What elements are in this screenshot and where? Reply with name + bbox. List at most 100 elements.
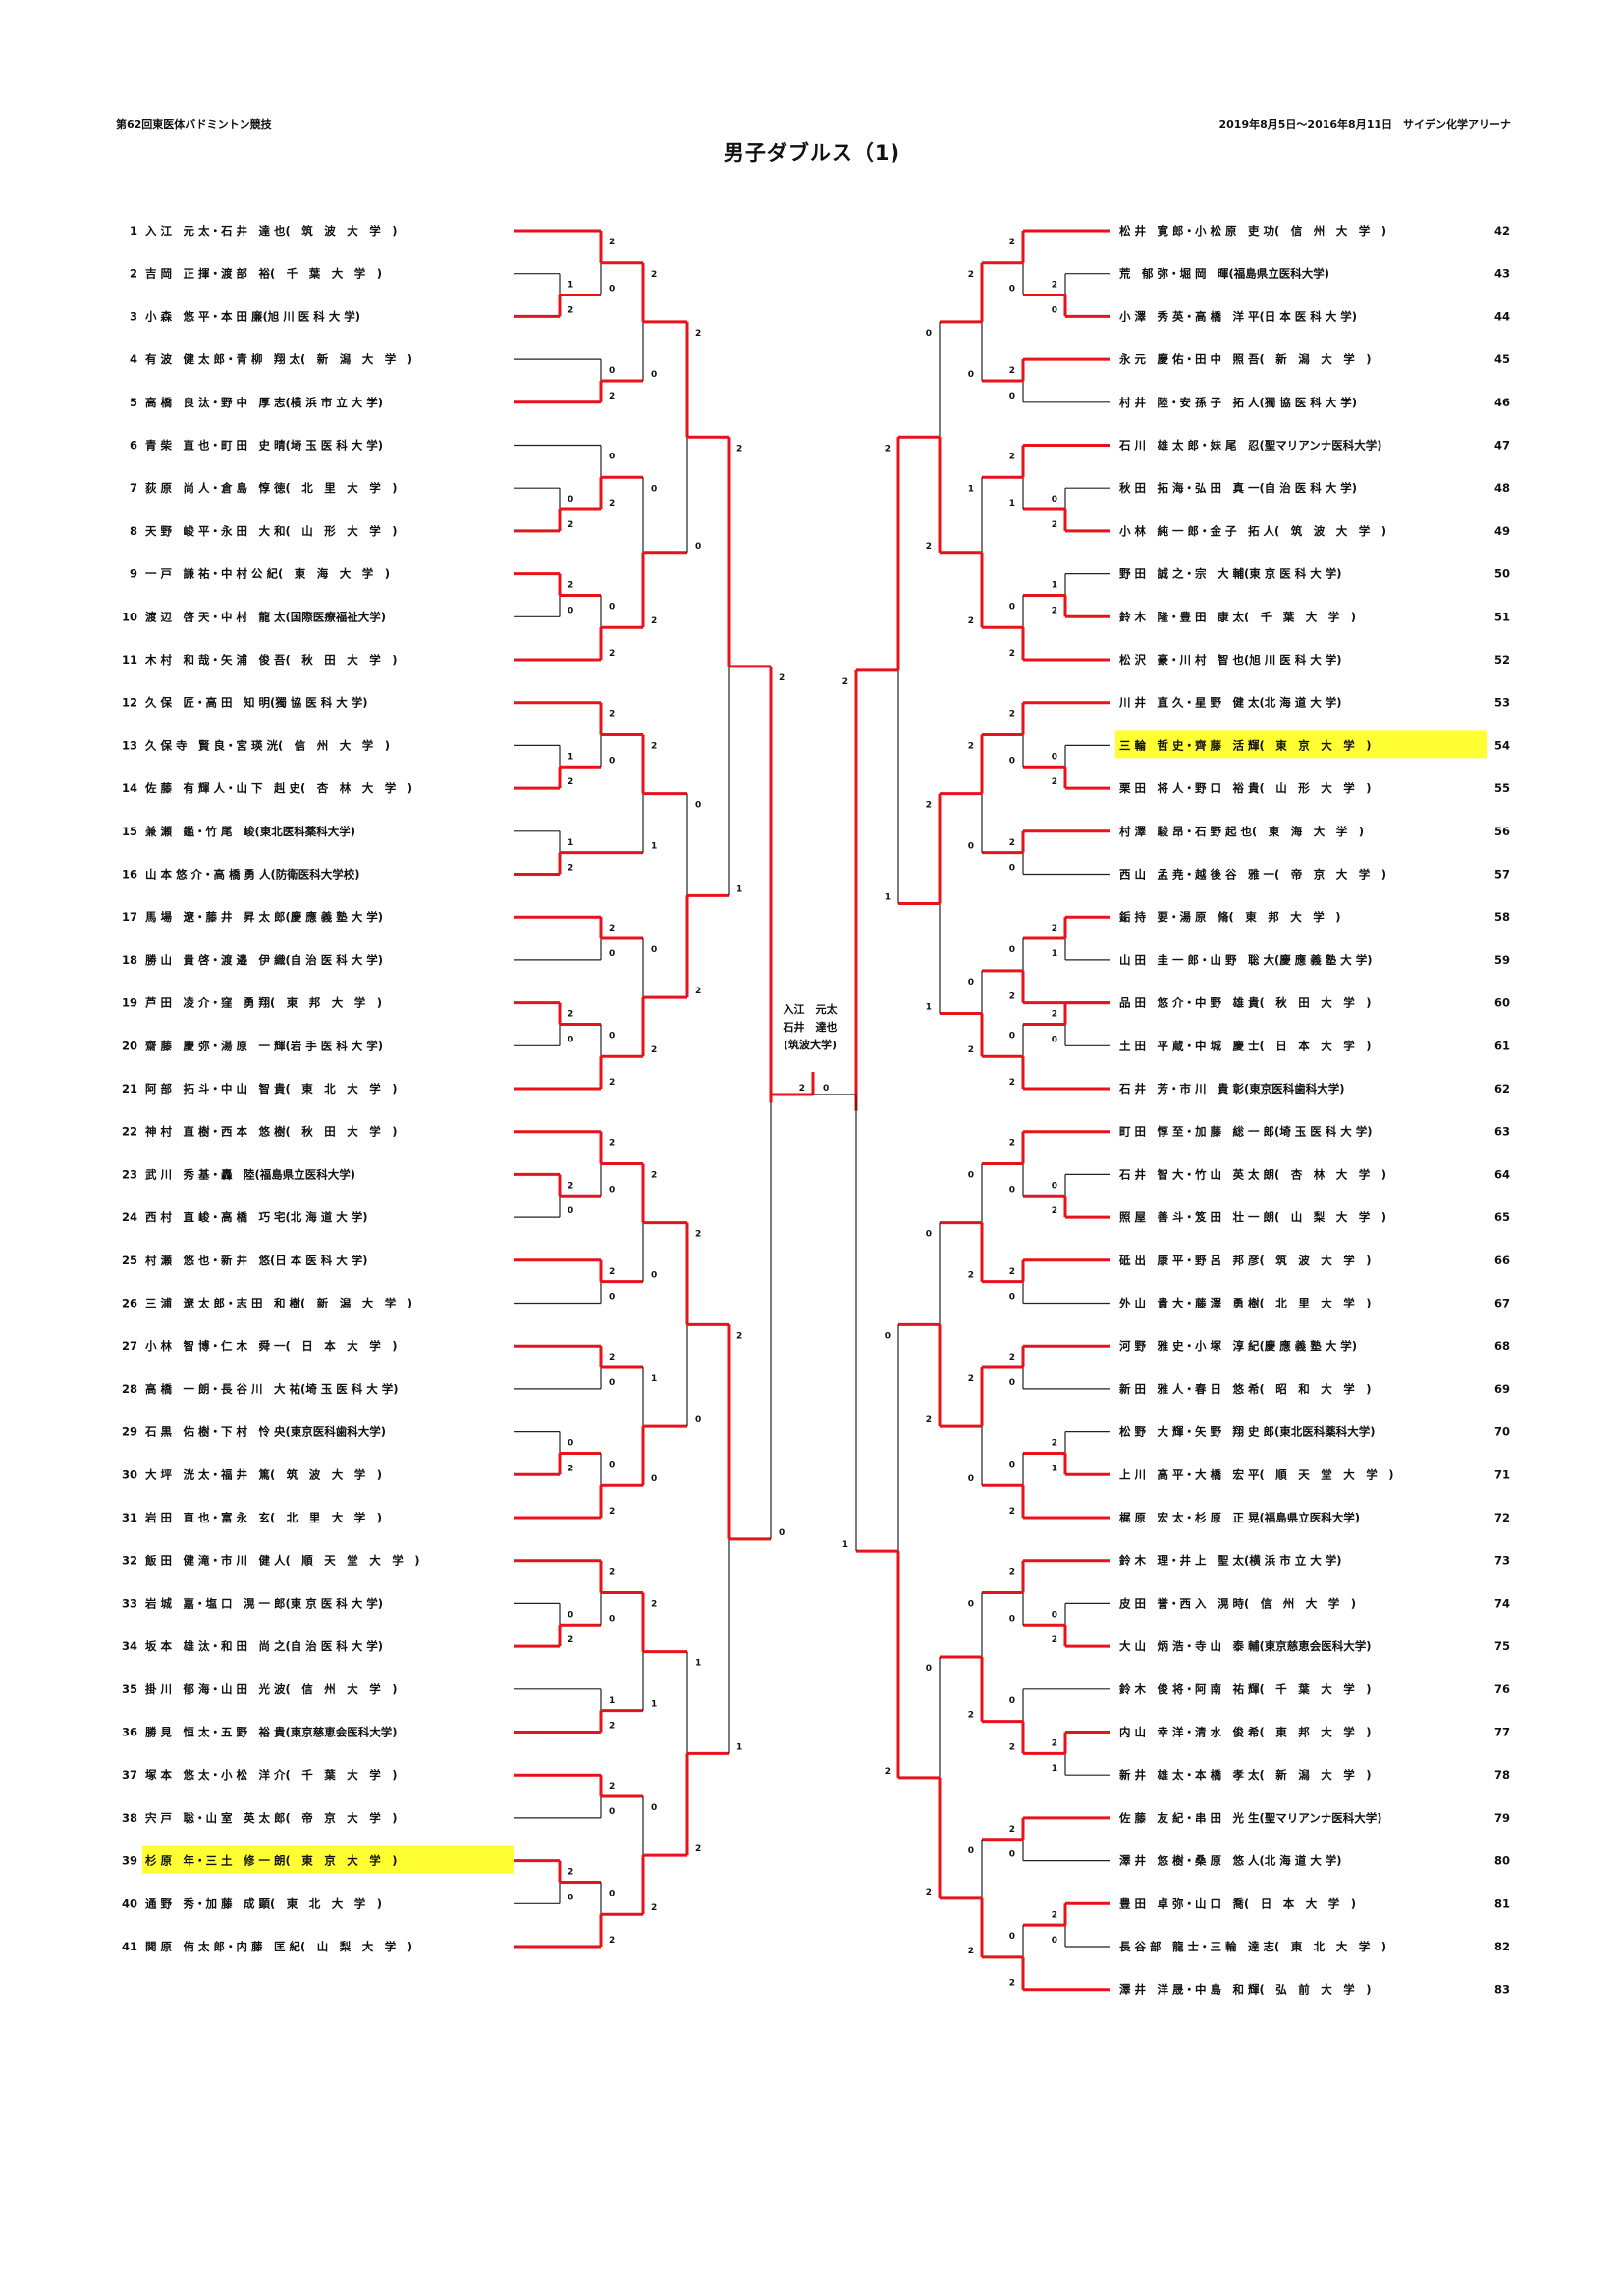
entry-name: 栗 田 将 人・野 口 裕 貴( 山 形 大 学 ) [1118, 781, 1372, 795]
match-score: 0 [568, 1035, 573, 1044]
match-score: 0 [609, 285, 615, 294]
entry-name: 佐 藤 有 輝 人・山 下 赳 史( 杏 林 大 学 ) [144, 781, 412, 795]
match-score: 0 [651, 1271, 657, 1281]
entry-name: 豊 田 卓 弥・山 口 喬( 日 本 大 学 ) [1119, 1896, 1356, 1910]
match-score: 2 [1009, 366, 1015, 376]
match-score: 0 [779, 1528, 785, 1538]
entry-name: 小 林 純 一 郎・金 子 拓 人( 筑 波 大 学 ) [1118, 524, 1386, 538]
entry-name: 武 川 秀 基・轟 陸(福島県立医科大学) [145, 1167, 355, 1181]
match-score: 0 [1009, 756, 1015, 766]
entry-name: 天 野 峻 平・永 田 大 和( 山 形 大 学 ) [145, 524, 398, 538]
match-score: 2 [651, 1903, 657, 1913]
match-score: 2 [736, 444, 742, 454]
entry-name: 村 井 陸・安 孫 子 拓 人(獨 協 医 科 大 学) [1119, 396, 1357, 409]
entry-name: 上 川 高 平・大 橋 宏 平( 順 天 堂 大 学 ) [1119, 1468, 1394, 1481]
match-score: 1 [1052, 1764, 1057, 1774]
match-score: 0 [568, 1439, 573, 1449]
match-score: 2 [1052, 1010, 1057, 1020]
entry-name: 野 田 誠 之・宗 大 輔(東 京 医 科 大 学) [1119, 567, 1342, 581]
match-score: 2 [1009, 1078, 1015, 1088]
entry-number: 8 [130, 524, 137, 538]
entry-number: 21 [122, 1082, 137, 1095]
match-score: 0 [609, 1807, 615, 1817]
match-score: 0 [1009, 1031, 1015, 1041]
entry-name: 松 井 寛 郎・小 松 原 吏 功( 信 州 大 学 ) [1119, 224, 1386, 238]
match-score: 2 [568, 1181, 573, 1191]
match-score: 2 [609, 1139, 615, 1148]
entry-name: 久 保 匠・高 田 知 明(獨 協 医 科 大 学) [144, 696, 368, 710]
match-score: 2 [568, 305, 573, 315]
match-score: 2 [1052, 1439, 1057, 1449]
match-score: 0 [968, 842, 974, 852]
match-score: 2 [968, 616, 974, 626]
entry-name: 山 田 圭 一 郎・山 野 聡 大(慶 應 義 塾 大 学) [1119, 953, 1373, 967]
entry-number: 17 [122, 910, 137, 924]
entry-number: 55 [1494, 781, 1510, 795]
match-score: 1 [1052, 581, 1057, 591]
entry-number: 51 [1494, 610, 1510, 623]
match-score: 2 [609, 1078, 615, 1088]
match-score: 0 [568, 1610, 573, 1620]
match-score: 2 [1009, 838, 1015, 848]
entry-name: 石 黒 佑 樹・下 村 怜 央(東京医科歯科大学) [144, 1425, 386, 1439]
match-score: 2 [695, 987, 701, 996]
match-score: 2 [568, 520, 573, 530]
entry-number: 70 [1494, 1425, 1510, 1439]
page-title: 男子ダブルス（1) [723, 141, 901, 165]
match-score: 2 [885, 1767, 891, 1777]
entry-number: 37 [122, 1768, 137, 1782]
entry-name: 村 瀬 悠 也・新 井 悠(日 本 医 科 大 学) [145, 1254, 368, 1267]
entry-number: 77 [1494, 1726, 1510, 1739]
match-score: 1 [651, 1374, 657, 1384]
entry-number: 42 [1494, 224, 1510, 238]
match-score: 0 [695, 801, 701, 811]
match-score: 2 [885, 444, 891, 454]
champion-school: (筑波大学) [783, 1039, 838, 1051]
entry-name: 有 波 健 太 郎・青 柳 翔 太( 新 潟 大 学 ) [145, 352, 412, 366]
entry-number: 34 [122, 1639, 137, 1653]
entry-number: 38 [122, 1811, 137, 1825]
match-score: 2 [609, 1353, 615, 1362]
match-score: 0 [609, 756, 615, 766]
entry-name: 掛 川 郁 海・山 田 光 波( 信 州 大 学 ) [145, 1682, 398, 1696]
match-score: 2 [651, 1170, 657, 1180]
entry-name: 鈴 木 隆・豊 田 康 太( 千 葉 大 学 ) [1119, 610, 1356, 623]
match-score: 2 [1009, 992, 1015, 1002]
match-score: 1 [568, 752, 573, 762]
match-score: 0 [568, 606, 573, 615]
match-score: 2 [842, 677, 848, 687]
entry-name: 鈴 木 理・井 上 聖 太(横 浜 市 立 大 学) [1119, 1554, 1342, 1568]
entry-number: 14 [122, 781, 137, 795]
entry-name: 鈴 木 俊 将・阿 南 祐 輝( 千 葉 大 学 ) [1119, 1682, 1372, 1696]
match-score: 1 [926, 1003, 932, 1013]
entry-number: 40 [122, 1896, 137, 1910]
match-score: 0 [968, 1474, 974, 1484]
entry-name: 照 屋 善 斗・笈 田 壮 一 朗( 山 梨 大 学 ) [1119, 1210, 1386, 1224]
entry-name: 宍 戸 聡・山 室 英 太 郎( 帝 京 大 学 ) [145, 1811, 398, 1825]
entry-number: 20 [122, 1039, 137, 1052]
match-score: 2 [1009, 238, 1015, 247]
entry-number: 63 [1494, 1125, 1510, 1139]
match-score: 2 [926, 542, 932, 552]
entry-number: 22 [122, 1125, 137, 1139]
match-score: 0 [1009, 864, 1015, 874]
match-score: 2 [926, 1888, 932, 1897]
entry-number: 11 [122, 653, 137, 667]
entry-number: 25 [122, 1254, 137, 1267]
match-score: 0 [1009, 1696, 1015, 1706]
entry-number: 64 [1494, 1167, 1510, 1181]
entry-number: 45 [1494, 352, 1510, 366]
entry-number: 29 [122, 1425, 137, 1439]
match-score: 0 [926, 329, 932, 339]
entry-name: 石 川 雄 太 郎・妹 尾 忍(聖マリアンナ医科大学) [1118, 439, 1382, 453]
entry-name: 村 澤 駿 昂・石 野 起 也( 東 海 大 学 ) [1119, 825, 1364, 838]
match-score: 0 [1052, 1181, 1057, 1191]
entry-name: 三 輪 哲 史・齊 藤 活 輝( 東 京 大 学 ) [1119, 738, 1372, 752]
match-score: 1 [736, 1742, 742, 1752]
match-score: 2 [1009, 1825, 1015, 1835]
match-score: 0 [609, 1031, 615, 1041]
match-score: 2 [1052, 520, 1057, 530]
match-score: 2 [695, 1230, 701, 1240]
match-score: 0 [609, 1185, 615, 1195]
entry-number: 71 [1494, 1468, 1510, 1481]
